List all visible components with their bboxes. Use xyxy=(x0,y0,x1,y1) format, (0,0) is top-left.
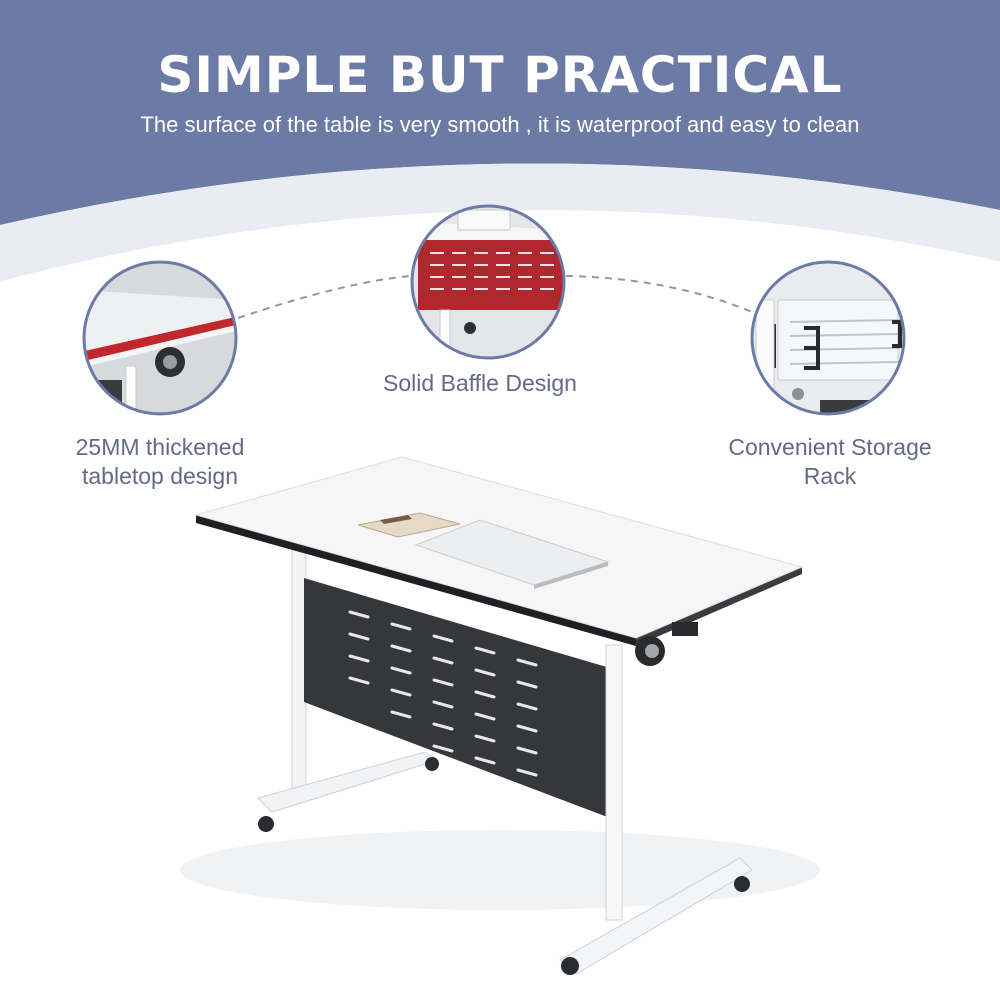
page-title: SIMPLE BUT PRACTICAL xyxy=(157,46,843,104)
feature-label-baffle: Solid Baffle Design xyxy=(340,369,620,398)
feature-label-line: Solid Baffle Design xyxy=(383,370,577,396)
feature-label-line: 25MM thickened xyxy=(75,434,245,460)
panel-slots xyxy=(348,610,538,777)
feature-label-storage: Convenient Storage Rack xyxy=(700,433,960,491)
feature-label-line: Rack xyxy=(803,463,857,489)
page-subtitle: The surface of the table is very smooth … xyxy=(140,112,860,137)
feature-label-tabletop: 25MM thickened tabletop design xyxy=(40,433,280,491)
feature-label-line: Convenient Storage xyxy=(728,434,932,460)
feature-label-line: tabletop design xyxy=(81,463,238,489)
